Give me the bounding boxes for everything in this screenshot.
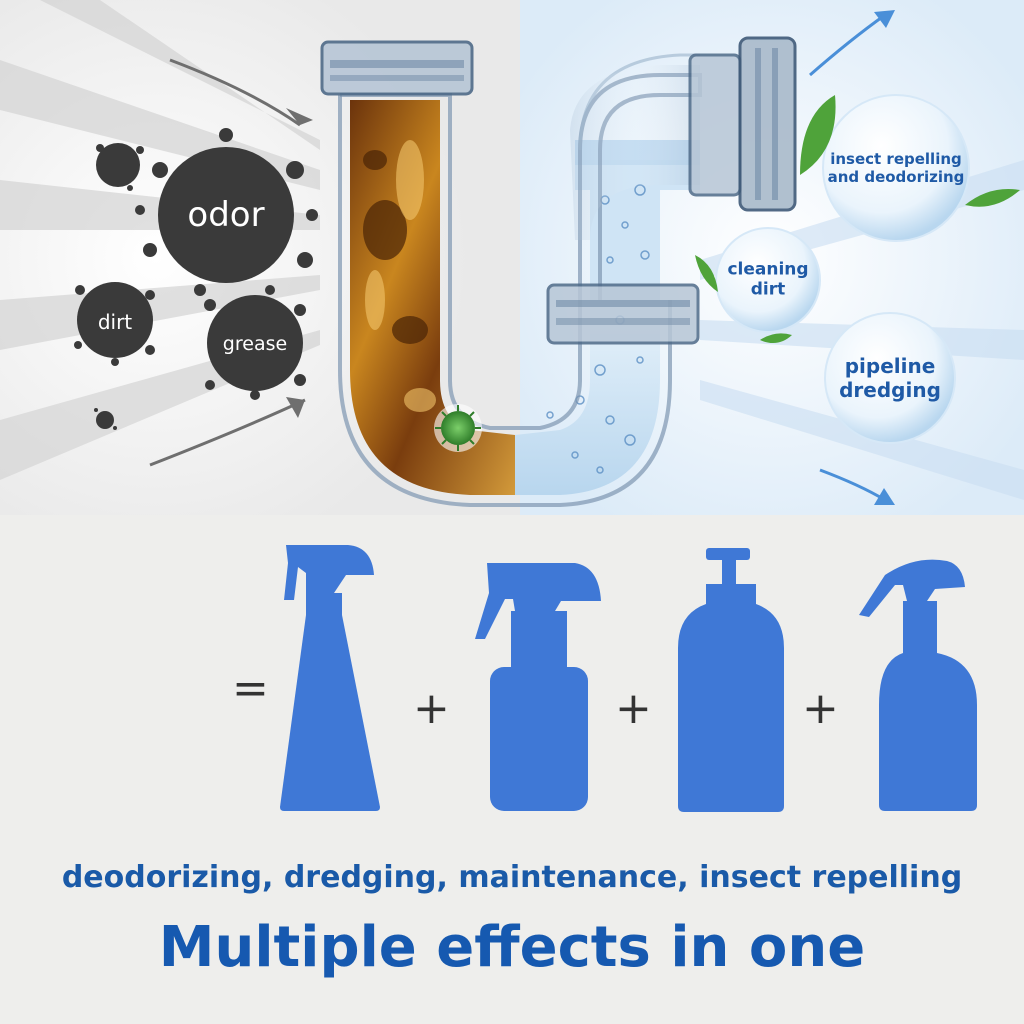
product-equation-panel: = + + + deodorizing, dredging, maintenan…: [0, 515, 1024, 1024]
bubble-cleaning: [715, 227, 821, 333]
cleaning-line-2: dirt: [750, 280, 786, 300]
pipeline-dredging-label: pipeline dredging: [839, 354, 941, 402]
outgoing-arrows: [809, 10, 895, 505]
odor-label: odor: [187, 195, 265, 235]
cleaning-dirt-label: cleaning dirt: [727, 260, 808, 301]
pipeline-line-2: dredging: [839, 378, 941, 402]
pump-bottle-icon: [678, 548, 784, 812]
pipe-illustration: odor dirt grease insect repelling and de…: [0, 0, 1024, 515]
leaf-icon: [695, 95, 1020, 344]
insect-line-2: and deodorizing: [827, 168, 965, 186]
plus-sign-3: +: [802, 683, 839, 734]
grease-label: grease: [222, 333, 288, 355]
bubble-pipeline: [824, 312, 956, 444]
equals-sign: =: [232, 663, 269, 714]
bubble-insect: [822, 94, 970, 242]
plus-sign-2: +: [615, 683, 652, 734]
mist-bottle-icon: [859, 559, 977, 811]
dirt-blob: [74, 282, 155, 366]
odor-blob: [135, 128, 318, 296]
incoming-arrows: [149, 58, 313, 467]
germ-icon: [434, 404, 482, 452]
drain-pipe: [320, 36, 797, 507]
small-blob-top: [96, 143, 144, 191]
headline: Multiple effects in one: [158, 915, 866, 980]
insect-line-1: insect repelling: [830, 150, 962, 168]
trigger-bottle-icon: [475, 563, 601, 811]
plus-sign-1: +: [413, 683, 450, 734]
insect-repelling-label: insect repelling and deodorizing: [828, 150, 965, 186]
cleaning-line-1: cleaning: [727, 259, 809, 280]
tagline: deodorizing, dredging, maintenance, inse…: [61, 860, 963, 895]
dirt-label: dirt: [97, 310, 133, 334]
tiny-blob: [94, 408, 117, 430]
pipeline-line-1: pipeline: [844, 354, 936, 378]
pipe-illustration-art: [0, 0, 1024, 515]
spray-bottle-icon: [280, 545, 380, 811]
grease-blob: [204, 295, 306, 400]
